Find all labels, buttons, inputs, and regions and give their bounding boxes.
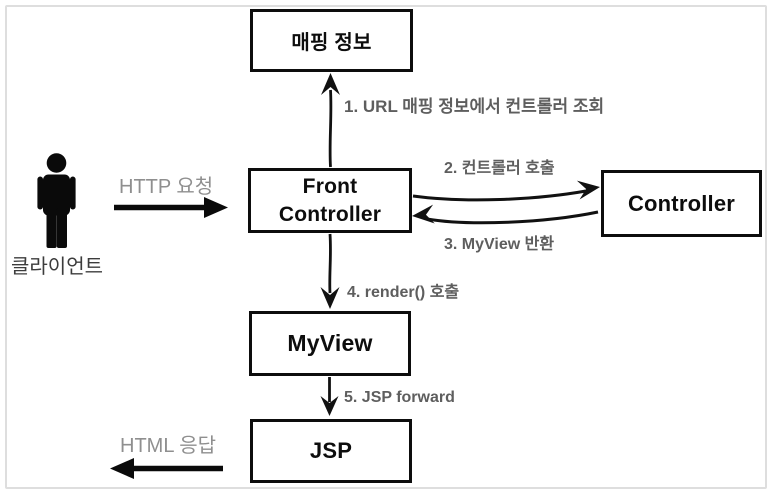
jsp-label: JSP [309, 438, 353, 463]
client-label: 클라이언트 [11, 256, 103, 278]
step1-label: 1. URL 매핑 정보에서 컨트롤러 조회 [344, 97, 605, 116]
mapping-info-box: 매핑 정보 [250, 9, 413, 72]
myview-label: MyView [287, 330, 373, 356]
front-controller-label-line1: Front [302, 175, 358, 199]
front-controller-box: Front Controller [248, 168, 412, 233]
step4-label: 4. render() 호출 [347, 284, 460, 301]
controller-box: Controller [601, 170, 762, 237]
step1-arrow [321, 73, 340, 168]
myview-box: MyView [249, 311, 411, 376]
html-response-label: HTML 응답 [120, 435, 217, 457]
step2-label: 2. 컨트롤러 호출 [444, 160, 555, 177]
diagram-border-frame [5, 5, 767, 489]
front-controller-label-line2: Controller [278, 202, 382, 226]
step3-label: 3. MyView 반환 [444, 236, 555, 253]
step3-arrow [412, 204, 599, 225]
http-request-arrow [114, 197, 228, 218]
step2-arrow [412, 180, 600, 202]
http-request-label: HTTP 요청 [119, 176, 214, 198]
jsp-box: JSP [250, 419, 412, 483]
step5-label: 5. JSP forward [344, 389, 455, 406]
mapping-info-label: 매핑 정보 [291, 32, 372, 54]
step5-arrow [320, 377, 339, 416]
step4-arrow [320, 233, 340, 309]
client-person-icon [37, 153, 76, 248]
html-response-arrow [110, 458, 223, 479]
controller-label: Controller [627, 190, 736, 216]
